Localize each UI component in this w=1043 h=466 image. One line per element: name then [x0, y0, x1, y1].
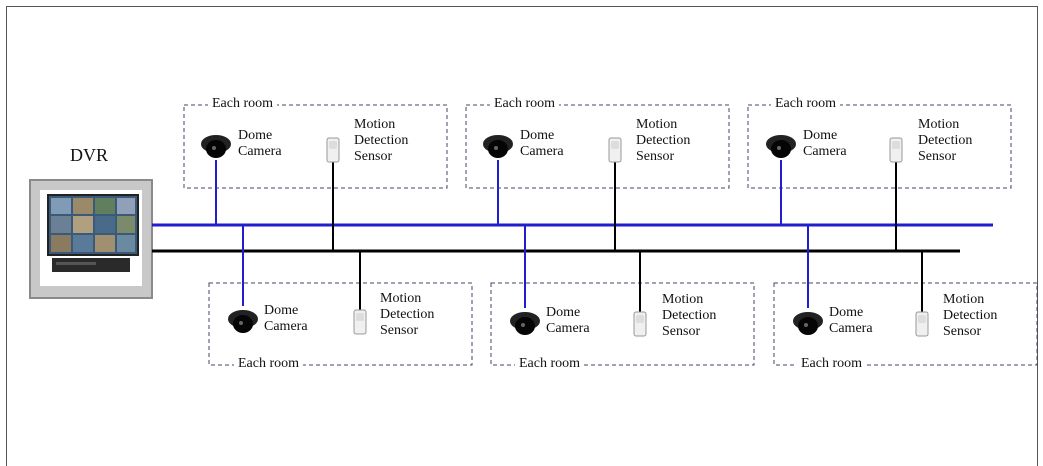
sensor-label-line3: Sensor	[636, 149, 675, 164]
camera-label-line2: Camera	[546, 321, 590, 336]
room-boxes	[183, 104, 1038, 366]
dome-camera-icon	[510, 312, 540, 335]
camera-label-line2: Camera	[829, 321, 873, 336]
dvr-monitor-tiles	[51, 198, 135, 252]
dome-camera-icon	[793, 312, 823, 335]
camera-label-line1: Dome	[264, 303, 299, 318]
motion-sensor-icon	[353, 309, 367, 335]
sensor-label-line2: Detection	[354, 133, 409, 148]
sensor-label: Motion Detection Sensor	[380, 291, 434, 339]
camera-label-line2: Camera	[264, 319, 308, 334]
room-box-6	[773, 282, 1038, 366]
motion-sensor-icon	[915, 311, 929, 337]
top-drop-lines	[215, 160, 897, 251]
room-title: Each room	[234, 356, 304, 372]
dome-camera-icon	[766, 135, 796, 158]
dvr-unit	[29, 179, 153, 299]
sensor-label-line2: Detection	[918, 133, 973, 148]
camera-label-line1: Dome	[520, 128, 555, 143]
motion-sensor-icon	[889, 137, 903, 163]
camera-label-line2: Camera	[238, 144, 282, 159]
sensor-label: Motion Detection Sensor	[918, 117, 972, 165]
sensor-label-line1: Motion	[943, 292, 985, 307]
outer-frame	[6, 6, 1038, 466]
sensor-label-line1: Motion	[918, 117, 960, 132]
camera-label: Dome Camera	[520, 128, 564, 160]
dome-camera-icons	[201, 135, 823, 335]
sensor-label-line1: Motion	[662, 292, 704, 307]
dome-camera-icon	[483, 135, 513, 158]
motion-sensor-icon	[608, 137, 622, 163]
camera-label: Dome Camera	[238, 128, 282, 160]
room-title: Each room	[515, 356, 585, 372]
sensor-label-line3: Sensor	[662, 324, 701, 339]
sensor-label-line2: Detection	[662, 308, 717, 323]
motion-sensor-icon	[633, 311, 647, 337]
room-title: Each room	[208, 96, 278, 112]
room-box-5	[490, 282, 755, 366]
room-title: Each room	[797, 356, 867, 372]
sensor-label: Motion Detection Sensor	[662, 292, 716, 340]
sensor-label-line1: Motion	[636, 117, 678, 132]
room-box-2	[465, 104, 730, 189]
camera-label-line2: Camera	[803, 144, 847, 159]
camera-label-line2: Camera	[520, 144, 564, 159]
sensor-label: Motion Detection Sensor	[636, 117, 690, 165]
camera-label-line1: Dome	[238, 128, 273, 143]
camera-label-line1: Dome	[829, 305, 864, 320]
dome-camera-icon	[228, 310, 258, 333]
bottom-drop-lines	[242, 225, 923, 312]
motion-sensor-icons	[326, 137, 929, 337]
room-box-4	[208, 282, 473, 366]
sensor-label: Motion Detection Sensor	[943, 292, 997, 340]
sensor-label: Motion Detection Sensor	[354, 117, 408, 165]
camera-label: Dome Camera	[829, 305, 873, 337]
dvr-label: DVR	[70, 145, 109, 165]
sensor-label-line2: Detection	[380, 307, 435, 322]
sensor-label-line3: Sensor	[918, 149, 957, 164]
sensor-label-line3: Sensor	[354, 149, 393, 164]
camera-label: Dome Camera	[546, 305, 590, 337]
camera-label: Dome Camera	[803, 128, 847, 160]
sensor-label-line1: Motion	[380, 291, 422, 306]
room-title: Each room	[771, 96, 841, 112]
room-box-1	[183, 104, 448, 189]
room-box-3	[747, 104, 1012, 189]
camera-label-line1: Dome	[546, 305, 581, 320]
camera-label: Dome Camera	[264, 303, 308, 335]
sensor-label-line3: Sensor	[380, 323, 419, 338]
sensor-label-line2: Detection	[636, 133, 691, 148]
sensor-label-line3: Sensor	[943, 324, 982, 339]
sensor-label-line2: Detection	[943, 308, 998, 323]
camera-label-line1: Dome	[803, 128, 838, 143]
motion-sensor-icon	[326, 137, 340, 163]
dome-camera-icon	[201, 135, 231, 158]
room-title: Each room	[490, 96, 560, 112]
sensor-label-line1: Motion	[354, 117, 396, 132]
